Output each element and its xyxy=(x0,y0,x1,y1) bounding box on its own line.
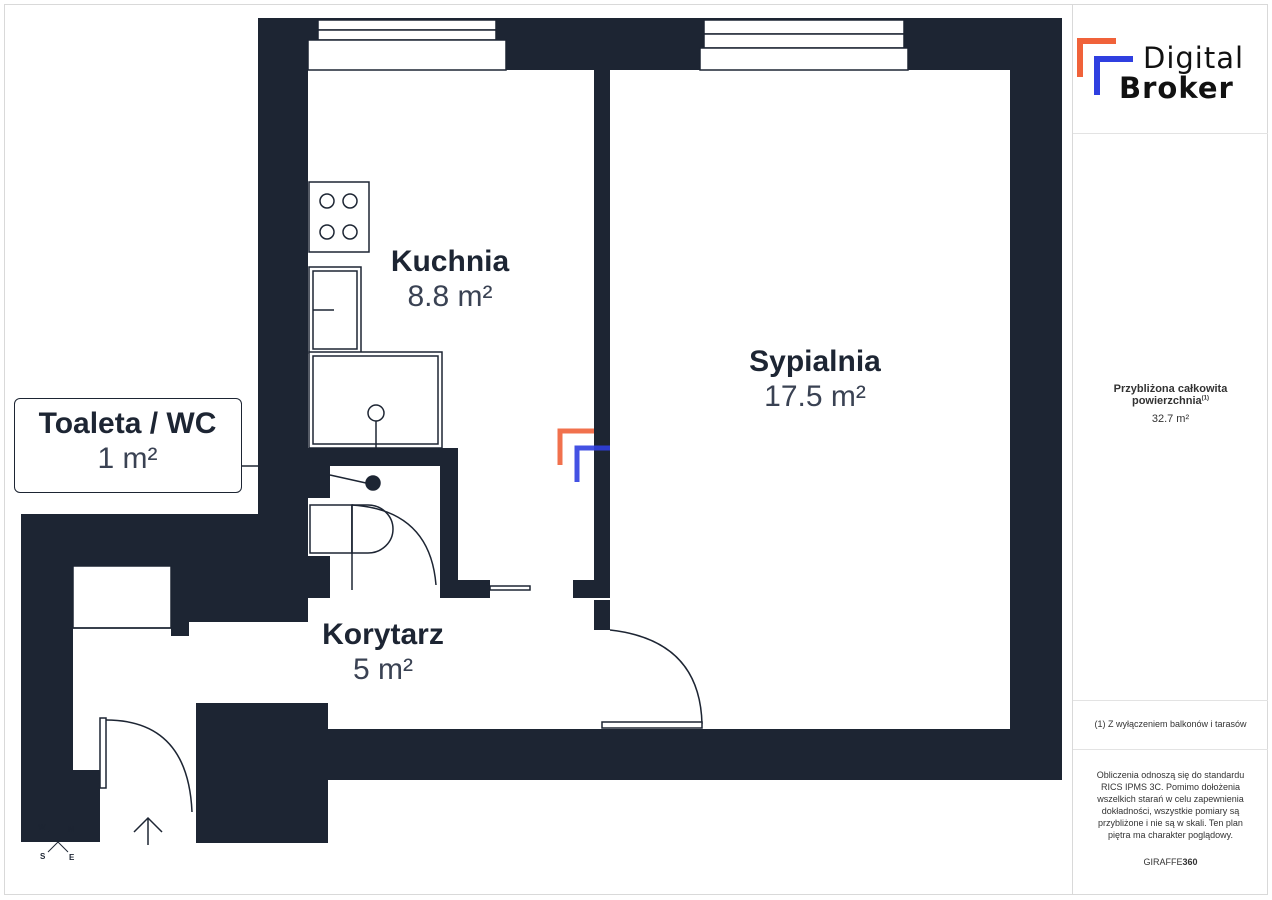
window-bedroom-outer xyxy=(703,19,905,35)
sidebar-divider xyxy=(1073,133,1268,134)
room-area: 1 m² xyxy=(97,442,158,475)
credit: GIRAFFE360 xyxy=(1073,857,1268,867)
wall-divider-lower xyxy=(594,600,610,630)
total-area-value: 32.7 m² xyxy=(1151,413,1190,425)
wall-wc-top xyxy=(308,448,458,466)
burner-icon xyxy=(342,224,358,240)
wc-fixtures xyxy=(309,474,437,590)
sidebar: Digital Broker Przybliżona całkowita pow… xyxy=(1072,5,1268,894)
wall-wc-bottom xyxy=(440,580,490,598)
total-area-label-2: powierzchnia xyxy=(1131,395,1202,407)
wall-bottom xyxy=(196,729,1062,780)
wall-kitchen-left xyxy=(258,18,308,518)
room-area: 8.8 m² xyxy=(407,280,493,313)
sidebar-divider xyxy=(1073,749,1268,750)
brand-line2: Broker xyxy=(1119,71,1234,105)
room-kitchen: Kuchnia 8.8 m² xyxy=(370,245,530,315)
room-name: Toaleta / WC xyxy=(38,407,217,440)
wall-wc-right xyxy=(440,448,458,596)
wall-entry-stub xyxy=(171,614,189,636)
wall-wc-left-top xyxy=(308,466,330,498)
wall-entry-left xyxy=(21,514,73,842)
sidebar-divider xyxy=(1073,700,1268,701)
window-kitchen-mid xyxy=(317,29,497,41)
brand-logo: Digital Broker xyxy=(1073,5,1268,133)
brand-line1: Digital xyxy=(1143,41,1245,75)
credit-prefix: GIRAFFE xyxy=(1143,857,1183,867)
logo-mark-icon xyxy=(1077,38,1133,95)
bedroom-door-swing xyxy=(609,629,703,725)
wc-drain-line xyxy=(329,474,367,484)
credit-suffix: 360 xyxy=(1182,857,1198,867)
doors xyxy=(72,465,703,845)
window-kitchen-sill xyxy=(307,39,507,71)
footnote: (1) Z wyłączeniem balkonów i tarasów xyxy=(1094,719,1247,729)
walls xyxy=(21,18,1062,843)
room-area: 17.5 m² xyxy=(764,380,866,413)
bedroom-door-sill xyxy=(601,721,703,729)
burner-icon xyxy=(319,224,335,240)
wall-entry-block xyxy=(171,514,308,622)
window-bedroom-sill xyxy=(699,47,909,71)
wall-stub xyxy=(573,580,610,598)
total-area-sup: (1) xyxy=(1201,395,1210,402)
hall-door-sill xyxy=(489,585,531,591)
room-name: Sypialnia xyxy=(749,345,881,378)
floor-plan xyxy=(21,18,1062,845)
page-frame xyxy=(4,4,1268,895)
room-wc: Toaleta / WC 1 m² xyxy=(15,407,240,477)
wall-right xyxy=(1010,18,1062,780)
room-name: Kuchnia xyxy=(390,245,510,278)
wall-door-jamb xyxy=(73,770,100,842)
total-area-label-1: Przybliżona całkowita xyxy=(1113,383,1228,395)
burner-icon xyxy=(319,193,335,209)
wc-door-swing xyxy=(351,504,437,586)
windows xyxy=(307,19,909,71)
wc-drain xyxy=(365,475,381,491)
entry-door-leaf xyxy=(99,717,107,789)
compass-s: S xyxy=(40,852,46,861)
wall-wc-corner xyxy=(308,580,330,598)
wc-label-box: Toaleta / WC 1 m² xyxy=(14,398,242,493)
room-hall: Korytarz 5 m² xyxy=(303,618,463,688)
compass-n: N xyxy=(68,825,74,834)
toilet-bowl xyxy=(351,504,394,554)
kitchen-fixtures xyxy=(308,181,443,449)
room-name: Korytarz xyxy=(322,618,444,651)
wall-wc-left-bottom xyxy=(308,556,330,584)
window-bedroom-mid xyxy=(703,33,905,49)
room-bedroom: Sypialnia 17.5 m² xyxy=(715,345,915,415)
compass-w: W xyxy=(38,823,46,832)
disclaimer: Obliczenia odnoszą się do standardu RICS… xyxy=(1096,770,1245,840)
wall-divider-upper xyxy=(594,70,610,582)
window-kitchen-outer xyxy=(317,19,497,31)
room-area: 5 m² xyxy=(353,653,413,686)
entry-arrow-head xyxy=(133,816,163,833)
wall-bottom-left-block xyxy=(196,703,328,843)
fridge-handle xyxy=(367,404,385,422)
watermark-logo xyxy=(557,428,610,482)
cooktop xyxy=(308,181,370,253)
entry-door-swing xyxy=(105,719,193,813)
burner-icon xyxy=(342,193,358,209)
toilet-tank xyxy=(309,504,353,554)
total-area-block: Przybliżona całkowita powierzchnia(1) 32… xyxy=(1073,383,1268,425)
compass-e: E xyxy=(69,853,75,862)
entry-closet xyxy=(72,565,172,629)
compass-icon: W N S E xyxy=(36,820,80,864)
